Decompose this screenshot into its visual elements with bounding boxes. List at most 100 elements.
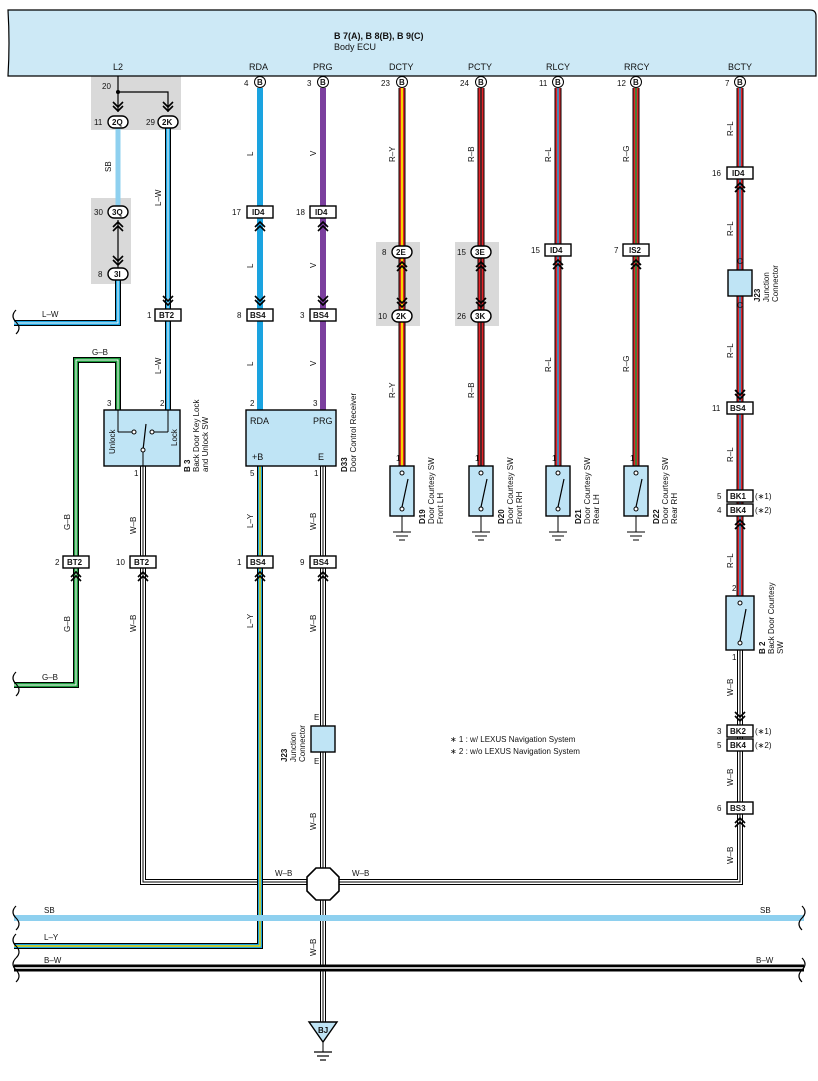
svg-text:1: 1 bbox=[630, 454, 635, 463]
connector-3i: 3I8 bbox=[98, 255, 129, 281]
svg-text:B 2: B 2 bbox=[758, 641, 767, 654]
svg-text:16: 16 bbox=[712, 169, 721, 178]
pin-pcty: PCTY bbox=[468, 62, 492, 72]
ecu-pin-rda: B4 bbox=[244, 76, 266, 88]
svg-text:5: 5 bbox=[717, 492, 722, 501]
svg-text:Door Courtesy SW: Door Courtesy SW bbox=[583, 457, 592, 524]
svg-text:24: 24 bbox=[460, 79, 469, 88]
wire-b2-wb-stripe bbox=[323, 650, 741, 883]
label-gb-mid: G–B bbox=[63, 514, 72, 530]
label-v-3: V bbox=[309, 360, 318, 366]
svg-text:ID4: ID4 bbox=[315, 208, 328, 217]
wire-b2-wb-outline bbox=[323, 650, 743, 885]
break-mark-gb bbox=[12, 671, 20, 697]
svg-text:17: 17 bbox=[232, 208, 241, 217]
svg-text:3K: 3K bbox=[475, 312, 485, 321]
svg-text:1: 1 bbox=[147, 311, 152, 320]
svg-text:Door Courtesy SW: Door Courtesy SW bbox=[506, 457, 515, 524]
svg-text:Junction: Junction bbox=[289, 732, 298, 762]
svg-text:1: 1 bbox=[475, 454, 480, 463]
svg-text:D22: D22 bbox=[652, 509, 661, 524]
break-mark-sb-right bbox=[798, 905, 806, 931]
label-lw-upper: L–W bbox=[154, 189, 163, 206]
svg-text:3: 3 bbox=[717, 727, 722, 736]
svg-text:23: 23 bbox=[381, 79, 390, 88]
svg-text:3: 3 bbox=[107, 399, 112, 408]
svg-text:IS2: IS2 bbox=[629, 246, 642, 255]
svg-text:J23: J23 bbox=[753, 288, 762, 302]
label-rl-bcty-3: R–L bbox=[726, 343, 735, 358]
svg-text:B: B bbox=[399, 78, 405, 87]
ecu-pin-rlcy: B11 bbox=[539, 76, 564, 88]
svg-text:BT2: BT2 bbox=[134, 558, 150, 567]
label-gb-left: G–B bbox=[42, 673, 58, 682]
ecu-pin-l2-num: 20 bbox=[102, 82, 111, 91]
break-mark-sb bbox=[12, 905, 20, 931]
svg-text:10: 10 bbox=[378, 312, 387, 321]
ecu-code: B 7(A), B 8(B), B 9(C) bbox=[334, 31, 424, 41]
svg-text:4: 4 bbox=[244, 79, 249, 88]
label-lw-left: L–W bbox=[42, 310, 59, 319]
svg-text:9: 9 bbox=[300, 558, 305, 567]
svg-text:B: B bbox=[633, 78, 639, 87]
label-gb-top: G–B bbox=[92, 348, 108, 357]
pin-bcty: BCTY bbox=[728, 62, 752, 72]
svg-text:26: 26 bbox=[457, 312, 466, 321]
svg-text:Connector: Connector bbox=[771, 265, 780, 302]
svg-text:Front RH: Front RH bbox=[515, 491, 524, 524]
wire-b3-wb bbox=[141, 466, 323, 884]
svg-text:BS4: BS4 bbox=[730, 404, 746, 413]
svg-text:Lock: Lock bbox=[170, 428, 179, 446]
wire-ly bbox=[14, 466, 262, 948]
ecu-pin-prg: B3 bbox=[307, 76, 329, 88]
svg-text:Door Control Receiver: Door Control Receiver bbox=[349, 393, 358, 472]
label-sb: SB bbox=[104, 161, 113, 172]
svg-text:1: 1 bbox=[134, 469, 139, 478]
svg-text:11: 11 bbox=[712, 404, 721, 413]
svg-text:8: 8 bbox=[382, 248, 387, 257]
svg-text:7: 7 bbox=[725, 79, 730, 88]
svg-text:SW: SW bbox=[776, 641, 785, 654]
svg-text:2: 2 bbox=[160, 399, 165, 408]
svg-text:BK4: BK4 bbox=[730, 506, 747, 515]
label-ly-2: L–Y bbox=[246, 613, 255, 628]
svg-text:Unlock: Unlock bbox=[108, 429, 117, 454]
svg-text:(∗1): (∗1) bbox=[755, 727, 772, 736]
label-bw-bus-left: B–W bbox=[44, 956, 62, 965]
label-wb-b3-1: W–B bbox=[129, 517, 138, 534]
label-rl-bcty-1: R–L bbox=[726, 121, 735, 136]
pin-prg: PRG bbox=[313, 62, 333, 72]
svg-text:E: E bbox=[318, 452, 324, 462]
label-l-2: L bbox=[246, 263, 255, 268]
svg-text:6: 6 bbox=[717, 804, 722, 813]
svg-text:(∗2): (∗2) bbox=[755, 506, 772, 515]
svg-text:2K: 2K bbox=[162, 118, 172, 127]
svg-text:1: 1 bbox=[732, 653, 737, 662]
d19-door-courtesy-sw-front-lh: 1 D19 Door Courtesy SW Front LH bbox=[389, 454, 445, 541]
label-ry-2: R–Y bbox=[388, 382, 397, 398]
svg-text:E: E bbox=[314, 713, 319, 722]
svg-text:2: 2 bbox=[250, 399, 255, 408]
label-rl-rlcy-2: R–L bbox=[544, 357, 553, 372]
svg-text:12: 12 bbox=[617, 79, 626, 88]
svg-text:(∗2): (∗2) bbox=[755, 741, 772, 750]
svg-text:2E: 2E bbox=[396, 248, 406, 257]
junction-dot-l2 bbox=[116, 90, 120, 94]
svg-text:3: 3 bbox=[307, 79, 312, 88]
label-rb-2: R–B bbox=[467, 382, 476, 398]
svg-text:Front LH: Front LH bbox=[436, 493, 445, 524]
svg-text:Door Courtesy SW: Door Courtesy SW bbox=[661, 457, 670, 524]
svg-text:3Q: 3Q bbox=[112, 208, 123, 217]
svg-text:B: B bbox=[257, 78, 263, 87]
label-wb-b2-1: W–B bbox=[726, 679, 735, 696]
